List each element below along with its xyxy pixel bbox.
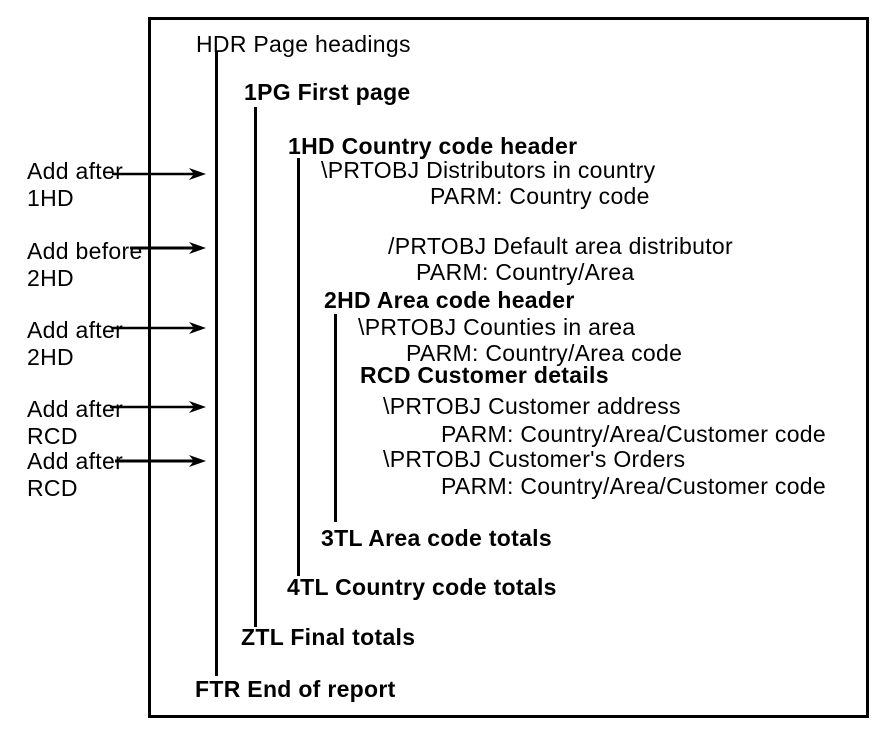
callout-add-after-2hd: Add after 2HD xyxy=(27,317,123,371)
callout-line: RCD xyxy=(27,423,78,449)
callout-add-after-rcd-2: Add after RCD xyxy=(27,448,123,502)
callout-line: Add after xyxy=(27,158,124,184)
callout-add-after-1hd: Add after 1HD xyxy=(27,158,123,212)
node-rcd-customer-details: RCD Customer details xyxy=(360,362,609,388)
node-prtobj-counties-in-area: \PRTOBJ Counties in area xyxy=(358,314,636,340)
node-3tl-area-code-totals: 3TL Area code totals xyxy=(321,525,552,551)
callout-line: Add before xyxy=(27,238,143,264)
node-ftr-end-of-report: FTR End of report xyxy=(195,676,396,702)
callout-line: Add after xyxy=(27,396,124,422)
tree-line-hdr xyxy=(215,52,218,676)
node-parm-country-code: PARM: Country code xyxy=(430,183,650,209)
node-2hd-area-code-header: 2HD Area code header xyxy=(324,287,575,313)
callout-add-after-rcd-1: Add after RCD xyxy=(27,396,123,450)
node-1hd-country-code-header: 1HD Country code header xyxy=(288,133,578,159)
callout-line: 1HD xyxy=(27,185,74,211)
node-prtobj-distributors-country: \PRTOBJ Distributors in country xyxy=(321,157,656,183)
tree-line-2hd xyxy=(334,314,337,522)
node-ztl-final-totals: ZTL Final totals xyxy=(241,624,416,650)
diagram-frame xyxy=(148,17,869,718)
callout-line: Add after xyxy=(27,448,124,474)
callout-line: RCD xyxy=(27,475,78,501)
node-prtobj-customers-orders: \PRTOBJ Customer's Orders xyxy=(383,446,686,472)
node-1pg-first-page: 1PG First page xyxy=(244,79,411,105)
node-prtobj-default-area-distributor: /PRTOBJ Default area distributor xyxy=(388,233,733,259)
node-parm-country-area-customer-1: PARM: Country/Area/Customer code xyxy=(441,421,826,447)
node-prtobj-customer-address: \PRTOBJ Customer address xyxy=(383,393,681,419)
node-hdr-page-headings: HDR Page headings xyxy=(196,31,411,57)
node-4tl-country-code-totals: 4TL Country code totals xyxy=(287,574,557,600)
node-parm-country-area-customer-2: PARM: Country/Area/Customer code xyxy=(441,473,826,499)
tree-line-1pg xyxy=(254,107,257,627)
callout-line: Add after xyxy=(27,317,124,343)
node-parm-country-area-code: PARM: Country/Area code xyxy=(406,340,683,366)
callout-line: 2HD xyxy=(27,344,74,370)
node-parm-country-area: PARM: Country/Area xyxy=(416,259,635,285)
callout-add-before-2hd: Add before 2HD xyxy=(27,238,143,292)
tree-line-1hd xyxy=(297,158,300,576)
callout-line: 2HD xyxy=(27,265,74,291)
